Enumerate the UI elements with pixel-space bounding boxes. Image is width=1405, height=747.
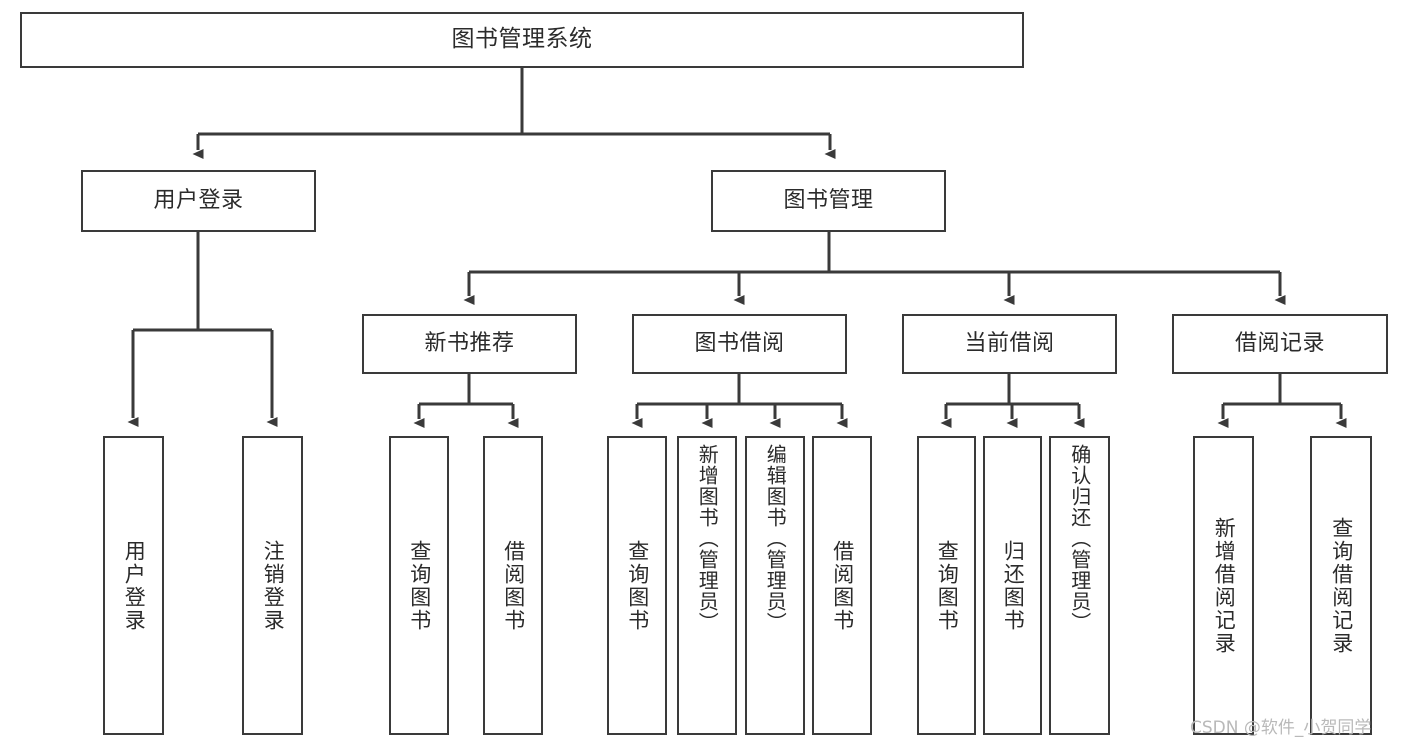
node-new-book-rec[interactable]: 新书推荐 bbox=[362, 314, 577, 374]
node-book-manage-label: 图书管理 bbox=[783, 188, 874, 214]
leaf-user-login[interactable]: 用户登录 bbox=[103, 436, 164, 735]
node-user-login[interactable]: 用户登录 bbox=[81, 170, 316, 232]
leaf-query-book-2-label: 查询图书 bbox=[625, 539, 650, 632]
leaf-query-book-2[interactable]: 查询图书 bbox=[607, 436, 667, 735]
leaf-borrow-book-1[interactable]: 借阅图书 bbox=[483, 436, 543, 735]
leaf-add-record-label: 新增借阅记录 bbox=[1212, 516, 1237, 655]
leaf-borrow-book-1-label: 借阅图书 bbox=[501, 539, 526, 632]
leaf-confirm-return-label: 确认归还（管理员） bbox=[1067, 444, 1092, 633]
leaf-query-book-1[interactable]: 查询图书 bbox=[389, 436, 449, 735]
leaf-add-record[interactable]: 新增借阅记录 bbox=[1193, 436, 1254, 735]
leaf-query-record[interactable]: 查询借阅记录 bbox=[1310, 436, 1372, 735]
leaf-edit-book[interactable]: 编辑图书（管理员） bbox=[745, 436, 805, 735]
node-new-book-rec-label: 新书推荐 bbox=[424, 331, 515, 357]
node-root-label: 图书管理系统 bbox=[451, 26, 593, 53]
leaf-confirm-return[interactable]: 确认归还（管理员） bbox=[1049, 436, 1110, 735]
node-borrow-record-label: 借阅记录 bbox=[1234, 331, 1325, 357]
leaf-query-book-3-label: 查询图书 bbox=[935, 539, 960, 632]
leaf-borrow-book-2[interactable]: 借阅图书 bbox=[812, 436, 872, 735]
node-root[interactable]: 图书管理系统 bbox=[20, 12, 1024, 68]
node-book-borrow[interactable]: 图书借阅 bbox=[632, 314, 847, 374]
leaf-query-record-label: 查询借阅记录 bbox=[1329, 516, 1354, 655]
leaf-return-book-label: 归还图书 bbox=[1001, 539, 1026, 632]
node-borrow-record[interactable]: 借阅记录 bbox=[1172, 314, 1388, 374]
node-current-borrow[interactable]: 当前借阅 bbox=[902, 314, 1117, 374]
leaf-user-login-label: 用户登录 bbox=[122, 539, 147, 632]
leaf-add-book[interactable]: 新增图书（管理员） bbox=[677, 436, 737, 735]
node-book-manage[interactable]: 图书管理 bbox=[711, 170, 946, 232]
node-book-borrow-label: 图书借阅 bbox=[694, 331, 785, 357]
leaf-borrow-book-2-label: 借阅图书 bbox=[830, 539, 855, 632]
node-user-login-label: 用户登录 bbox=[153, 188, 244, 214]
leaf-logout[interactable]: 注销登录 bbox=[242, 436, 303, 735]
leaf-add-book-label: 新增图书（管理员） bbox=[695, 444, 720, 633]
node-current-borrow-label: 当前借阅 bbox=[964, 331, 1055, 357]
leaf-return-book[interactable]: 归还图书 bbox=[983, 436, 1042, 735]
leaf-query-book-1-label: 查询图书 bbox=[407, 539, 432, 632]
leaf-edit-book-label: 编辑图书（管理员） bbox=[763, 444, 788, 633]
csdn-watermark: CSDN @软件_小贺同学 bbox=[1190, 718, 1372, 738]
leaf-logout-label: 注销登录 bbox=[261, 539, 286, 632]
leaf-query-book-3[interactable]: 查询图书 bbox=[917, 436, 976, 735]
